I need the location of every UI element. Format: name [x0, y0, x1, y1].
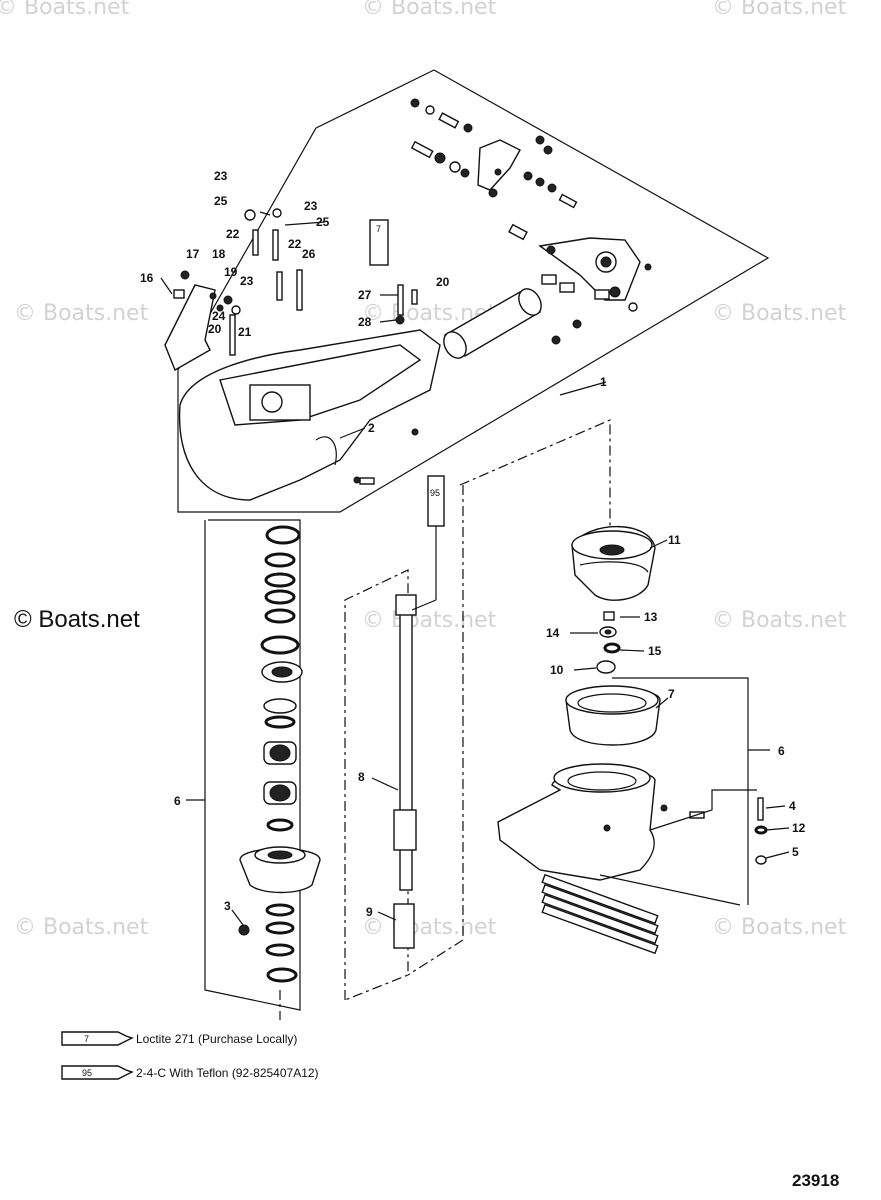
callout-28: 28	[358, 315, 372, 329]
callout-18: 18	[212, 247, 226, 261]
svg-text:95: 95	[82, 1068, 92, 1078]
callout-11: 11	[668, 533, 681, 547]
watermark-row2-right: © Boats.net	[712, 608, 847, 633]
impeller	[571, 525, 656, 601]
callout-3: 3	[224, 899, 231, 913]
watermark-top-right: © Boats.net	[712, 0, 847, 20]
callout-9: 9	[366, 905, 373, 919]
callout-25-left: 25	[214, 194, 228, 208]
bracket-hardware: 7	[164, 208, 418, 372]
kit-outline-top	[177, 69, 770, 513]
callout-1: 1	[600, 375, 607, 389]
drive-shaft: 95	[393, 475, 445, 949]
callout-10: 10	[550, 663, 564, 677]
callout-23-top: 23	[214, 169, 228, 183]
shaft-dash-outline	[344, 569, 409, 1001]
tube-label-7: 7	[376, 224, 381, 234]
callout-8: 8	[358, 770, 365, 784]
callout-19: 19	[224, 265, 238, 279]
watermark-top-left: © Boats.net	[0, 0, 130, 20]
shaft-dash-upper	[459, 419, 611, 540]
legend-item-loctite: Loctite 271 (Purchase Locally)	[136, 1032, 297, 1046]
callout-5: 5	[792, 845, 799, 859]
figure-number: 23918	[792, 1171, 839, 1190]
callout-15: 15	[648, 644, 662, 658]
loctite-tube-top	[369, 219, 389, 266]
callout-16: 16	[140, 271, 154, 285]
callout-27: 27	[358, 288, 372, 302]
impeller-hardware	[596, 611, 621, 674]
watermark-mid-left: © Boats.net	[14, 301, 149, 326]
watermark-low-left: © Boats.net	[14, 915, 149, 940]
callout-12: 12	[792, 821, 806, 835]
callout-2: 2	[368, 421, 375, 435]
callout-20-left: 20	[208, 322, 222, 336]
hardware-kit	[410, 98, 652, 345]
legend: 7 Loctite 271 (Purchase Locally) 95 2-4-…	[61, 1031, 319, 1080]
steering-tube	[443, 288, 542, 359]
callout-14: 14	[546, 626, 560, 640]
callout-lines-top	[160, 211, 607, 439]
callout-20-right: 20	[436, 275, 450, 289]
callout-6-left: 6	[174, 794, 181, 808]
watermark-row2-center: © Boats.net	[362, 608, 497, 633]
callout-21: 21	[238, 325, 252, 339]
watermark-top-center: © Boats.net	[362, 0, 497, 20]
callout-17: 17	[186, 247, 200, 261]
callout-23-mid: 23	[240, 274, 254, 288]
teflon-tube-top	[427, 475, 445, 527]
callout-4: 4	[789, 799, 796, 813]
legend-item-teflon: 2-4-C With Teflon (92-825407A12)	[136, 1066, 319, 1080]
callout-26: 26	[302, 247, 316, 261]
legend-tube-95: 95	[61, 1065, 134, 1080]
callout-7: 7	[668, 687, 675, 701]
wear-ring	[565, 685, 661, 746]
watermark-low-right: © Boats.net	[712, 915, 847, 940]
watermark-mid-right: © Boats.net	[712, 301, 847, 326]
nozzle-housing	[497, 763, 705, 881]
svg-text:7: 7	[84, 1034, 89, 1044]
callout-25-right: 25	[316, 215, 330, 229]
tube-label-95: 95	[430, 488, 440, 498]
bearing-stack	[238, 525, 321, 983]
legend-tube-7: 7	[61, 1031, 134, 1046]
callout-22-right: 22	[288, 237, 302, 251]
grate-bars	[541, 873, 741, 955]
side-hardware	[754, 797, 768, 865]
callout-24: 24	[212, 309, 226, 323]
callout-22-left: 22	[226, 227, 240, 241]
kit-outline-left	[204, 519, 301, 1011]
callout-23-right: 23	[304, 199, 318, 213]
callout-6-right: 6	[778, 744, 785, 758]
callout-13: 13	[644, 610, 658, 624]
watermark-low-center: © Boats.net	[362, 915, 497, 940]
watermark-main: © Boats.net	[14, 606, 140, 633]
kit-outline-nozzle	[612, 677, 749, 905]
pump-housing	[178, 329, 441, 501]
